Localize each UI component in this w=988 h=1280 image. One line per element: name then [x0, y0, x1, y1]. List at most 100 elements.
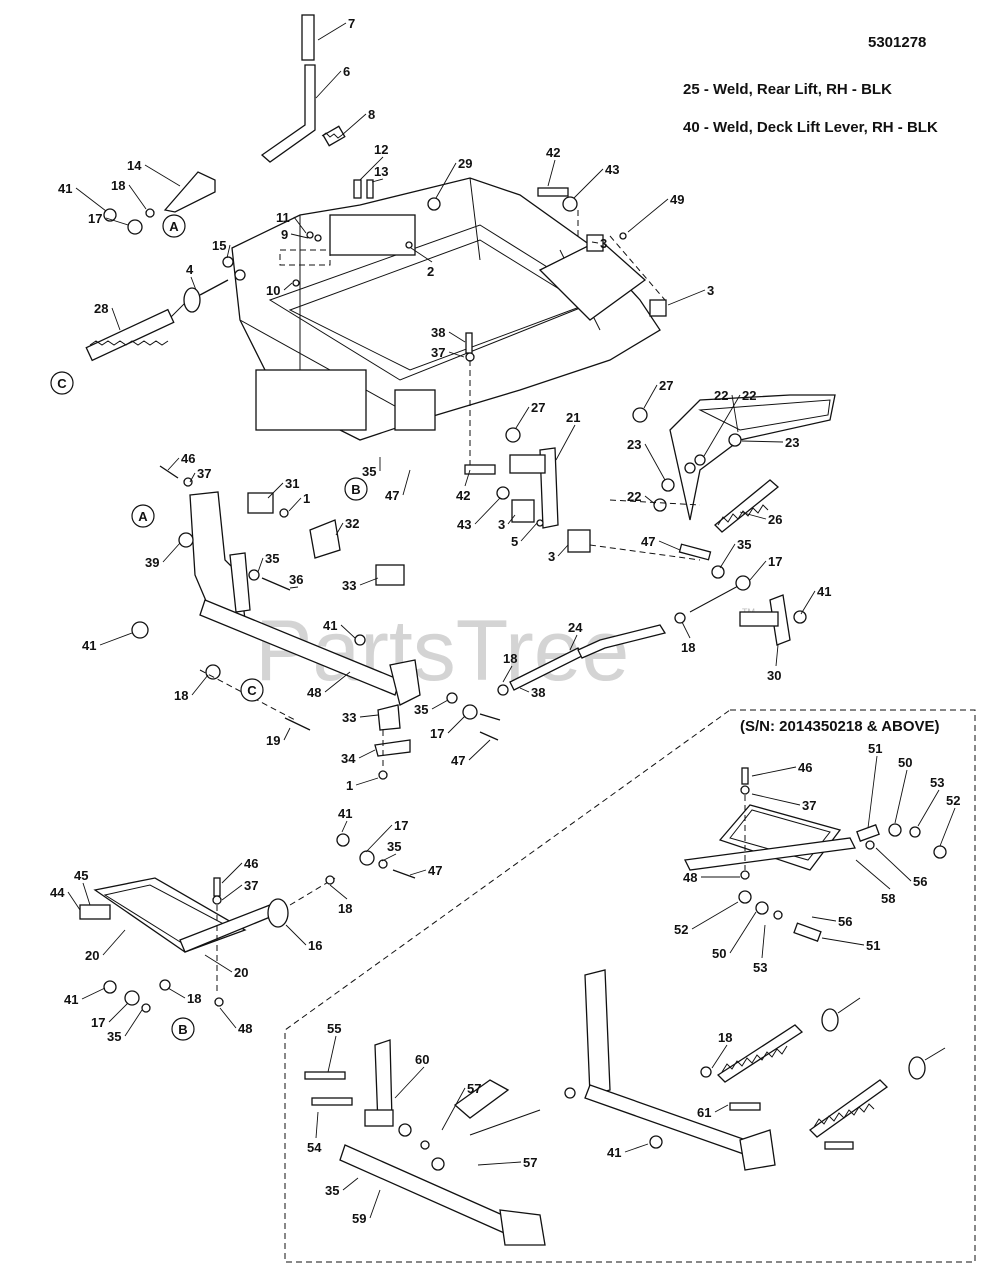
part-label-47[interactable]: 47 — [385, 488, 399, 503]
part-label-48[interactable]: 48 — [238, 1021, 252, 1036]
part-label-14[interactable]: 14 — [127, 158, 142, 173]
part-label-18[interactable]: 18 — [338, 901, 352, 916]
part-label-33[interactable]: 33 — [342, 710, 356, 725]
part-label-12[interactable]: 12 — [374, 142, 388, 157]
part-label-48[interactable]: 48 — [683, 870, 697, 885]
part-label-35[interactable]: 35 — [107, 1029, 121, 1044]
part-label-1[interactable]: 1 — [303, 491, 310, 506]
part-label-43[interactable]: 43 — [457, 517, 471, 532]
part-label-4[interactable]: 4 — [186, 262, 194, 277]
part-label-5[interactable]: 5 — [511, 534, 518, 549]
part-label-10[interactable]: 10 — [266, 283, 280, 298]
part-label-47[interactable]: 47 — [451, 753, 465, 768]
part-label-21[interactable]: 21 — [566, 410, 580, 425]
part-label-35[interactable]: 35 — [362, 464, 376, 479]
part-label-41[interactable]: 41 — [338, 806, 352, 821]
part-label-41[interactable]: 41 — [64, 992, 78, 1007]
part-label-46[interactable]: 46 — [798, 760, 812, 775]
part-label-32[interactable]: 32 — [345, 516, 359, 531]
part-label-15[interactable]: 15 — [212, 238, 226, 253]
part-label-18[interactable]: 18 — [111, 178, 125, 193]
part-label-35[interactable]: 35 — [265, 551, 279, 566]
part-label-30[interactable]: 30 — [767, 668, 781, 683]
part-label-41[interactable]: 41 — [58, 181, 72, 196]
part-label-17[interactable]: 17 — [394, 818, 408, 833]
part-label-9[interactable]: 9 — [281, 227, 288, 242]
part-label-20[interactable]: 20 — [234, 965, 248, 980]
part-label-3[interactable]: 3 — [548, 549, 555, 564]
part-label-53[interactable]: 53 — [753, 960, 767, 975]
part-label-56[interactable]: 56 — [838, 914, 852, 929]
part-label-37[interactable]: 37 — [802, 798, 816, 813]
part-label-17[interactable]: 17 — [768, 554, 782, 569]
part-label-46[interactable]: 46 — [181, 451, 195, 466]
part-label-27[interactable]: 27 — [659, 378, 673, 393]
part-label-28[interactable]: 28 — [94, 301, 108, 316]
part-label-52[interactable]: 52 — [946, 793, 960, 808]
part-label-35[interactable]: 35 — [737, 537, 751, 552]
part-label-54[interactable]: 54 — [307, 1140, 322, 1155]
part-label-42[interactable]: 42 — [456, 488, 470, 503]
part-label-37[interactable]: 37 — [431, 345, 445, 360]
part-label-29[interactable]: 29 — [458, 156, 472, 171]
part-label-57[interactable]: 57 — [523, 1155, 537, 1170]
part-label-49[interactable]: 49 — [670, 192, 684, 207]
part-label-35[interactable]: 35 — [414, 702, 428, 717]
part-label-18[interactable]: 18 — [187, 991, 201, 1006]
part-label-60[interactable]: 60 — [415, 1052, 429, 1067]
part-label-23[interactable]: 23 — [627, 437, 641, 452]
part-label-56[interactable]: 56 — [913, 874, 927, 889]
part-label-27[interactable]: 27 — [531, 400, 545, 415]
part-label-35[interactable]: 35 — [325, 1183, 339, 1198]
part-label-53[interactable]: 53 — [930, 775, 944, 790]
part-label-61[interactable]: 61 — [697, 1105, 711, 1120]
part-label-1[interactable]: 1 — [346, 778, 353, 793]
part-label-3[interactable]: 3 — [498, 517, 505, 532]
part-label-16[interactable]: 16 — [308, 938, 322, 953]
part-label-41[interactable]: 41 — [607, 1145, 621, 1160]
part-label-19[interactable]: 19 — [266, 733, 280, 748]
part-label-42[interactable]: 42 — [546, 145, 560, 160]
part-label-20[interactable]: 20 — [85, 948, 99, 963]
part-label-52[interactable]: 52 — [674, 922, 688, 937]
part-label-44[interactable]: 44 — [50, 885, 65, 900]
part-label-48[interactable]: 48 — [307, 685, 321, 700]
part-label-59[interactable]: 59 — [352, 1211, 366, 1226]
part-label-17[interactable]: 17 — [91, 1015, 105, 1030]
part-label-45[interactable]: 45 — [74, 868, 88, 883]
part-label-18[interactable]: 18 — [174, 688, 188, 703]
part-label-57[interactable]: 57 — [467, 1081, 481, 1096]
part-label-58[interactable]: 58 — [881, 891, 895, 906]
part-label-24[interactable]: 24 — [568, 620, 583, 635]
part-label-41[interactable]: 41 — [82, 638, 96, 653]
part-label-50[interactable]: 50 — [898, 755, 912, 770]
part-label-51[interactable]: 51 — [868, 741, 882, 756]
part-label-47[interactable]: 47 — [641, 534, 655, 549]
part-label-41[interactable]: 41 — [817, 584, 831, 599]
part-label-37[interactable]: 37 — [197, 466, 211, 481]
part-label-11[interactable]: 11 — [276, 210, 290, 225]
part-label-13[interactable]: 13 — [374, 164, 388, 179]
part-label-7[interactable]: 7 — [348, 16, 355, 31]
part-label-36[interactable]: 36 — [289, 572, 303, 587]
part-label-3[interactable]: 3 — [707, 283, 714, 298]
part-label-55[interactable]: 55 — [327, 1021, 341, 1036]
part-label-34[interactable]: 34 — [341, 751, 356, 766]
part-label-39[interactable]: 39 — [145, 555, 159, 570]
part-label-3[interactable]: 3 — [600, 236, 607, 251]
part-label-51[interactable]: 51 — [866, 938, 880, 953]
part-label-18[interactable]: 18 — [503, 651, 517, 666]
part-label-47[interactable]: 47 — [428, 863, 442, 878]
part-label-38[interactable]: 38 — [531, 685, 545, 700]
part-label-33[interactable]: 33 — [342, 578, 356, 593]
part-label-43[interactable]: 43 — [605, 162, 619, 177]
part-label-17[interactable]: 17 — [88, 211, 102, 226]
part-label-37[interactable]: 37 — [244, 878, 258, 893]
part-label-22[interactable]: 22 — [627, 489, 641, 504]
part-label-8[interactable]: 8 — [368, 107, 375, 122]
part-label-38[interactable]: 38 — [431, 325, 445, 340]
part-label-31[interactable]: 31 — [285, 476, 299, 491]
part-label-22[interactable]: 22 — [714, 388, 728, 403]
part-label-23[interactable]: 23 — [785, 435, 799, 450]
part-label-18[interactable]: 18 — [718, 1030, 732, 1045]
